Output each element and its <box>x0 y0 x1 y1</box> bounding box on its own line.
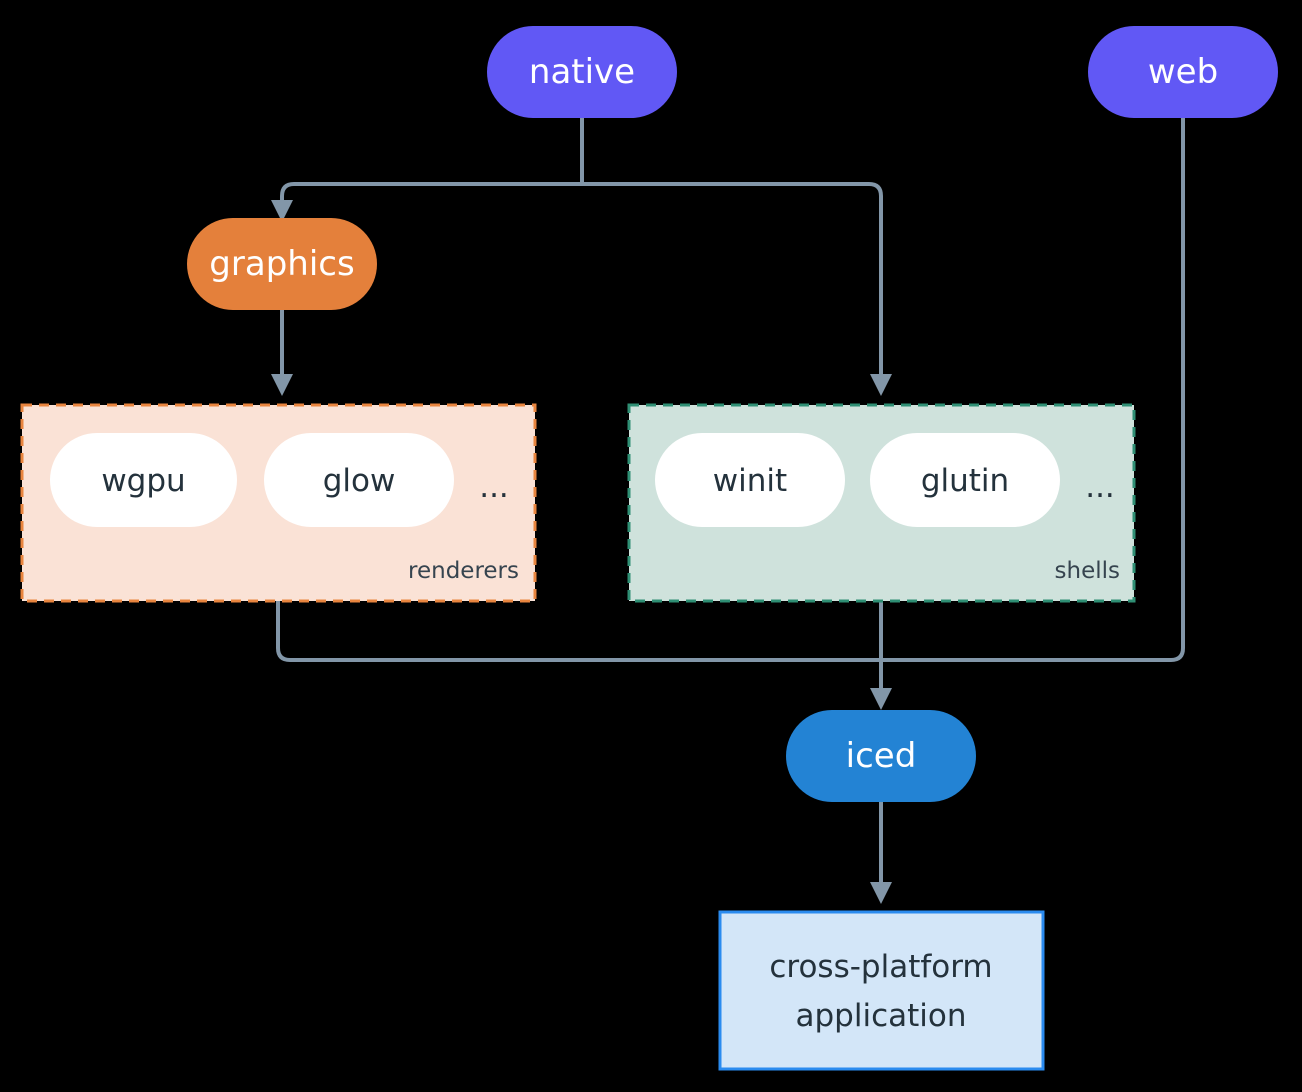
edge-native-to-shells <box>582 182 883 378</box>
node-web[interactable]: web <box>1088 26 1278 118</box>
node-native-shape[interactable] <box>487 26 677 118</box>
node-cross-platform-application-line2: application <box>796 998 967 1034</box>
group-shells-caption: shells <box>1055 558 1120 584</box>
shells-item-glutin-label: glutin <box>921 463 1009 499</box>
node-native-label: native <box>529 52 635 92</box>
arrowhead-native-to-graphics <box>271 200 293 222</box>
edge-layer <box>271 118 1185 904</box>
node-cross-platform-application-line1: cross-platform <box>769 949 992 985</box>
node-native[interactable]: native <box>487 26 677 118</box>
shells-item-glutin[interactable] <box>870 433 1060 527</box>
arrowhead-graphics-to-renderers <box>271 374 293 396</box>
shells-ellipsis: ... <box>1085 469 1115 505</box>
node-cross-platform-application[interactable]: cross-platform application <box>718 910 1045 1071</box>
group-shells: winit glutin ... shells <box>627 403 1136 603</box>
arrowhead-native-to-shells <box>870 374 892 396</box>
node-web-label: web <box>1148 52 1218 92</box>
renderers-item-wgpu-label: wgpu <box>101 463 185 499</box>
node-web-shape[interactable] <box>1088 26 1278 118</box>
group-renderers: wgpu glow ... renderers <box>20 403 537 603</box>
edge-native-to-graphics <box>280 182 582 205</box>
group-renderers-caption: renderers <box>408 558 519 584</box>
node-graphics-label: graphics <box>209 244 354 284</box>
node-iced[interactable]: iced <box>786 710 976 802</box>
edge-web-to-iced <box>881 118 1185 662</box>
arrowhead-iced-to-application <box>870 882 892 904</box>
node-iced-shape[interactable] <box>786 710 976 802</box>
arrowhead-bus-to-iced <box>870 688 892 710</box>
renderers-ellipsis: ... <box>479 469 509 505</box>
node-graphics[interactable]: graphics <box>187 218 377 310</box>
node-graphics-shape[interactable] <box>187 218 377 310</box>
node-iced-label: iced <box>846 736 917 776</box>
edge-renderers-to-iced <box>276 601 881 662</box>
node-cross-platform-application-shape[interactable] <box>718 910 1045 1071</box>
shells-item-winit[interactable] <box>655 433 845 527</box>
renderers-item-glow-label: glow <box>323 463 396 499</box>
renderers-item-glow[interactable] <box>264 433 454 527</box>
renderers-item-wgpu[interactable] <box>50 433 237 527</box>
shells-item-winit-label: winit <box>713 463 787 499</box>
